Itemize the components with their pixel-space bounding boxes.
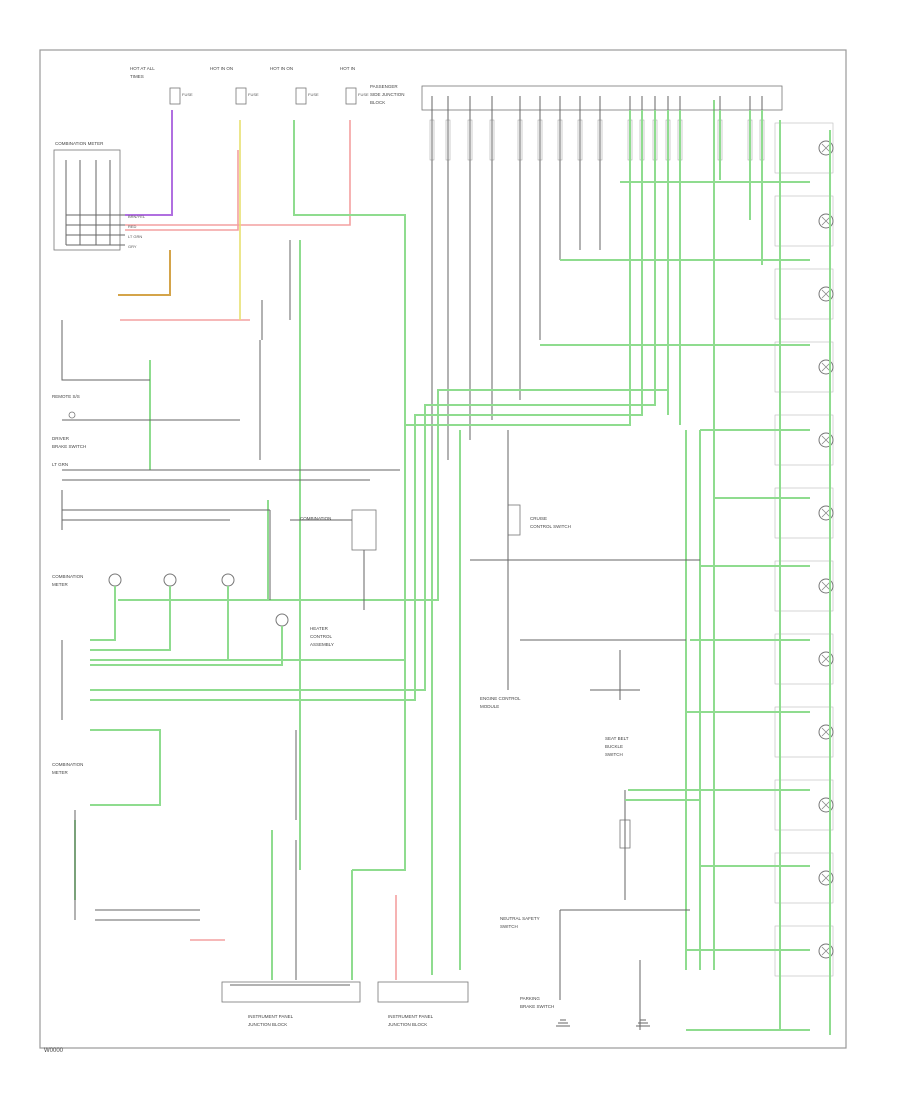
svg-text:BLOCK: BLOCK (370, 100, 385, 105)
fuse-area-top-left: HOT AT ALL TIMES HOT IN ON HOT IN ON HOT… (130, 66, 405, 105)
svg-text:BRN/YEL: BRN/YEL (128, 214, 146, 219)
diagram-ref-code: W0000 (44, 1048, 64, 1054)
right-ground-bus (685, 100, 831, 1035)
svg-text:INSTRUMENT PANEL: INSTRUMENT PANEL (388, 1014, 434, 1019)
svg-text:RED: RED (128, 224, 137, 229)
centre-switch-component: COMBINATION HEATER CONTROL ASSEMBLY (290, 509, 377, 647)
centre-ecu-block: CRUISE CONTROL SWITCH ENGINE CONTROL MOD… (470, 430, 700, 709)
svg-text:CRUISE: CRUISE (530, 516, 547, 521)
lamp-column-right (774, 122, 834, 977)
bulb-filament (821, 216, 831, 226)
svg-text:HOT IN ON: HOT IN ON (270, 66, 293, 71)
svg-text:INSTRUMENT PANEL: INSTRUMENT PANEL (248, 1014, 294, 1019)
svg-text:ENGINE CONTROL: ENGINE CONTROL (480, 696, 521, 701)
svg-text:PARKING: PARKING (520, 996, 540, 1001)
svg-text:HEATER: HEATER (310, 626, 329, 631)
bulb-filament (821, 581, 831, 591)
svg-text:FUSE: FUSE (182, 92, 193, 97)
svg-text:COMBINATION: COMBINATION (52, 762, 83, 767)
green-runs-to-lamps (540, 181, 810, 1031)
svg-text:FUSE: FUSE (308, 92, 319, 97)
svg-text:CONTROL SWITCH: CONTROL SWITCH (530, 524, 571, 529)
bulb-filament (821, 143, 831, 153)
svg-text:TIMES: TIMES (130, 74, 144, 79)
svg-text:COMBINATION METER: COMBINATION METER (55, 141, 104, 146)
svg-text:LT GRN: LT GRN (128, 234, 142, 239)
svg-text:PASSENGER: PASSENGER (370, 84, 398, 89)
svg-text:ASSEMBLY: ASSEMBLY (310, 642, 334, 647)
top-connector (421, 85, 783, 161)
diagram-frame (39, 49, 847, 1049)
top-black-verticals (431, 110, 601, 470)
svg-text:JUNCTION BLOCK: JUNCTION BLOCK (388, 1022, 427, 1027)
left-indicator-lamps (90, 573, 289, 666)
ground-icon (556, 1019, 650, 1027)
svg-text:DRIVER: DRIVER (52, 436, 70, 441)
bulb-filament (821, 800, 831, 810)
bulb-filament (821, 508, 831, 518)
green-wire-top-left (149, 120, 406, 870)
svg-text:METER: METER (52, 582, 69, 587)
svg-text:GRY: GRY (128, 244, 137, 249)
green-bundle-to-left (90, 120, 669, 975)
svg-text:REMOTE S/S: REMOTE S/S (52, 394, 80, 399)
svg-text:NEUTRAL SAFETY: NEUTRAL SAFETY (500, 916, 540, 921)
bulb-filament (821, 946, 831, 956)
green-lower-left (74, 729, 161, 900)
svg-text:HOT IN: HOT IN (340, 66, 355, 71)
bulb-filament (821, 873, 831, 883)
red-wire-top (120, 120, 351, 321)
left-connector-stack: REMOTE S/S DRIVER BRAKE SWITCH LT GRN CO… (52, 394, 86, 775)
bulb-filament (821, 289, 831, 299)
bulb-filament (821, 362, 831, 372)
svg-text:HOT IN ON: HOT IN ON (210, 66, 233, 71)
lower-right-components: SEAT BELT BUCKLE SWITCH NEUTRAL SAFETY S… (500, 736, 700, 1030)
combination-meter-left: COMBINATION METER BRN/YEL RED LT GRN GRY (53, 141, 146, 251)
bottom-connectors: INSTRUMENT PANEL JUNCTION BLOCK INSTRUME… (221, 981, 469, 1027)
left-black-lines (61, 240, 400, 600)
top-green-verticals (629, 110, 763, 425)
svg-text:CONTROL: CONTROL (310, 634, 332, 639)
svg-text:BRAKE SWITCH: BRAKE SWITCH (52, 444, 86, 449)
bulb-filament (821, 654, 831, 664)
svg-text:MODULE: MODULE (480, 704, 499, 709)
svg-text:SEAT BELT: SEAT BELT (605, 736, 629, 741)
svg-text:JUNCTION BLOCK: JUNCTION BLOCK (248, 1022, 287, 1027)
centre-vertical (230, 730, 350, 986)
svg-text:SWITCH: SWITCH (500, 924, 518, 929)
bulb-filament (821, 435, 831, 445)
lower-left-black (74, 810, 200, 921)
centre-green-lower (271, 690, 406, 980)
svg-text:METER: METER (52, 770, 69, 775)
svg-text:COMBINATION: COMBINATION (52, 574, 83, 579)
svg-text:BRAKE SWITCH: BRAKE SWITCH (520, 1004, 554, 1009)
svg-text:HOT AT ALL: HOT AT ALL (130, 66, 155, 71)
svg-text:LT GRN: LT GRN (52, 462, 68, 467)
bulb-filament (821, 727, 831, 737)
svg-text:BUCKLE: BUCKLE (605, 744, 623, 749)
svg-text:SWITCH: SWITCH (605, 752, 623, 757)
svg-text:FUSE: FUSE (248, 92, 259, 97)
orange-wire (118, 250, 171, 296)
svg-text:FUSE: FUSE (358, 92, 369, 97)
purple-wire (125, 110, 173, 216)
svg-text:SIDE JUNCTION: SIDE JUNCTION (370, 92, 405, 97)
svg-text:COMBINATION: COMBINATION (300, 516, 331, 521)
